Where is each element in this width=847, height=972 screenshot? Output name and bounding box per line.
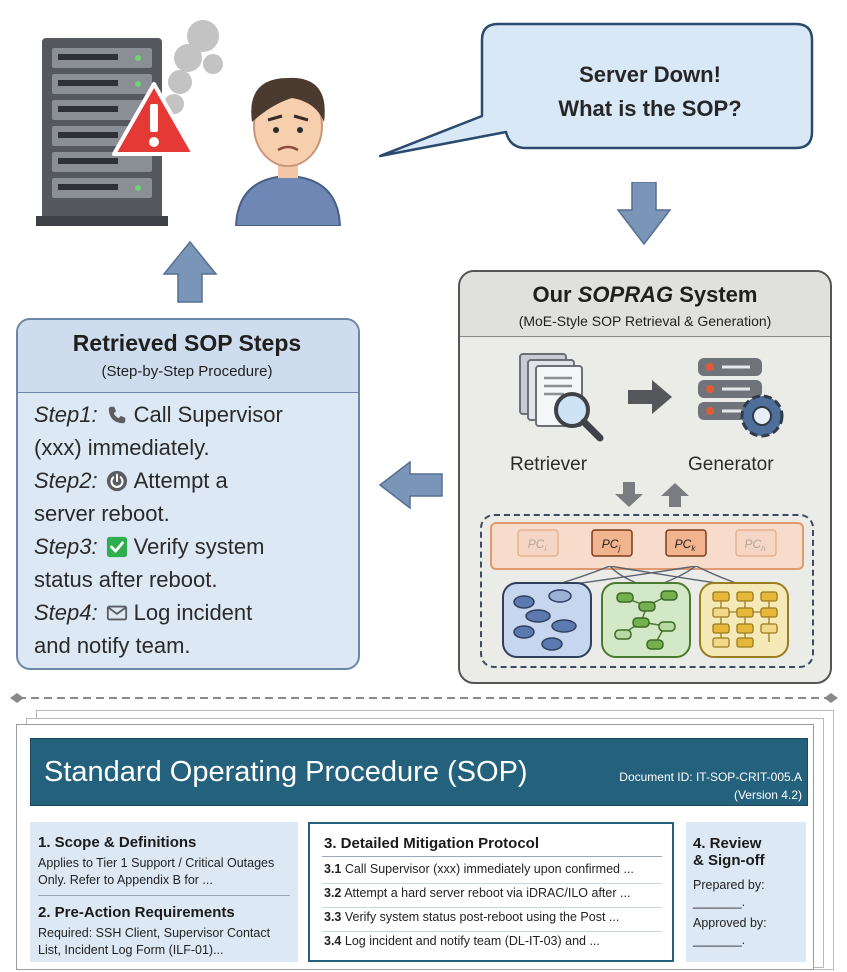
- system-title: Our SOPRAG System: [532, 282, 758, 307]
- mitigation-row-text: Verify system status post-reboot using t…: [344, 910, 620, 924]
- mitigation-row-text: Log incident and notify team (DL-IT-03) …: [344, 934, 600, 948]
- expert-chip-label: PCj: [602, 537, 621, 553]
- knowledge-cluster-blue: [502, 582, 592, 658]
- sop-left-column: [30, 822, 298, 962]
- step-label: Step1:: [34, 402, 98, 427]
- step-text: Log incident: [133, 600, 253, 625]
- doc-id: Document ID: IT-SOP-CRIT-005.A: [619, 770, 802, 784]
- approved-by-blank: _______.: [693, 933, 746, 947]
- sop-title: Standard Operating Procedure (SOP): [44, 756, 528, 788]
- sop-header: [30, 738, 808, 806]
- section-divider: [10, 693, 838, 703]
- power-icon: [106, 470, 127, 492]
- retrieved-header-band: [18, 320, 358, 393]
- checkmark-icon: [106, 536, 127, 558]
- arrow-down-small-icon: [615, 482, 643, 507]
- phone-icon: [108, 406, 125, 424]
- step-text: Verify system: [133, 534, 265, 559]
- generator-label: Generator: [688, 454, 774, 475]
- retrieved-subtitle: (Step-by-Step Procedure): [101, 363, 273, 380]
- expert-chip: PCi: [517, 529, 559, 557]
- expert-region: [480, 514, 814, 668]
- step-label: Step2:: [34, 468, 98, 493]
- steps-list: Step1: Call Supervisor (xxx) immediately.…: [34, 398, 354, 662]
- mitigation-row-number: 3.3: [324, 910, 342, 924]
- mitigation-row: 3.2 Attempt a hard server reboot via iDR…: [324, 886, 630, 900]
- knowledge-cluster-green: [601, 582, 691, 658]
- expert-chip: PCn: [735, 529, 777, 557]
- expert-chip-label: PCi: [528, 537, 547, 553]
- scope-text: Applies to Tier 1 Support / Critical Out…: [38, 856, 275, 887]
- review-heading-2: & Sign-off: [693, 852, 765, 869]
- pre-action-section: 2. Pre-Action Requirements Required: SSH…: [38, 904, 296, 959]
- step-text: Call Supervisor: [133, 402, 283, 427]
- soprag-header-band: [460, 272, 830, 337]
- scope-heading: 1. Scope & Definitions: [38, 834, 197, 851]
- step-label: Step3:: [34, 534, 98, 559]
- bubble-text: Server Down! What is the SOP?: [490, 58, 810, 126]
- arrow-up-small-icon: [661, 483, 689, 507]
- retriever-document-search-icon: [519, 353, 604, 442]
- step-item: Step3: Verify system status after reboot.: [34, 530, 354, 596]
- retriever-label: Retriever: [510, 454, 588, 475]
- scope-divider: [38, 895, 290, 896]
- review-heading-1: 4. Review: [693, 835, 762, 852]
- step-text-cont: status after reboot.: [34, 567, 218, 592]
- mitigation-row: 3.1 Call Supervisor (xxx) immediately up…: [324, 862, 634, 876]
- sop-document-id: Document ID: IT-SOP-CRIT-005.A (Version …: [560, 768, 802, 804]
- expert-chip-label: PCn: [744, 537, 766, 553]
- step-text-cont: (xxx) immediately.: [34, 435, 210, 460]
- mitigation-divider: [322, 856, 662, 857]
- mitigation-box: [308, 822, 674, 962]
- step-item: Step2: Attempt a server reboot.: [34, 464, 354, 530]
- mitigation-row-text: Call Supervisor (xxx) immediately upon c…: [344, 862, 634, 876]
- arrow-down-icon: [616, 182, 672, 246]
- mitigation-row-divider: [322, 883, 662, 884]
- knowledge-cluster-yellow: [699, 582, 789, 658]
- expert-chip: PCj: [591, 529, 633, 557]
- mitigation-row-divider: [322, 907, 662, 908]
- mitigation-row-number: 3.1: [324, 862, 342, 876]
- mitigation-row-number: 3.4: [324, 934, 342, 948]
- bubble-line-1: Server Down!: [579, 62, 721, 87]
- mitigation-row: 3.3 Verify system status post-reboot usi…: [324, 910, 619, 924]
- step-text: Attempt a: [133, 468, 228, 493]
- sop-right-column: [686, 822, 806, 962]
- arrow-right-icon: [628, 380, 672, 414]
- system-subtitle: (MoE-Style SOP Retrieval & Generation): [518, 313, 772, 329]
- warning-icon: [112, 82, 196, 156]
- server-illustration: [36, 20, 223, 226]
- step-text-cont: and notify team.: [34, 633, 191, 658]
- mitigation-row-text: Attempt a hard server reboot via iDRAC/I…: [344, 886, 631, 900]
- pre-action-text: Required: SSH Client, Supervisor Contact…: [38, 926, 271, 957]
- smoke-icon: [164, 20, 223, 114]
- pre-action-heading: 2. Pre-Action Requirements: [38, 904, 235, 921]
- mitigation-heading: 3. Detailed Mitigation Protocol: [324, 835, 540, 852]
- scope-section: 1. Scope & Definitions Applies to Tier 1…: [38, 834, 294, 889]
- arrow-left-icon: [378, 460, 443, 510]
- mitigation-row-number: 3.2: [324, 886, 342, 900]
- arrow-up-icon: [162, 240, 218, 303]
- step-item: Step4: Log incident and notify team.: [34, 596, 354, 662]
- expert-chips: PCi PCj PCk PCn: [517, 529, 777, 557]
- envelope-icon: [106, 605, 127, 621]
- mitigation-row-divider: [322, 931, 662, 932]
- prepared-by-blank: _______.: [693, 895, 746, 909]
- review-section: 4. Review & Sign-off Prepared by: ______…: [693, 835, 803, 949]
- doc-version: (Version 4.2): [733, 788, 802, 802]
- approved-by-label: Approved by:: [693, 916, 767, 930]
- step-label: Step4:: [34, 600, 98, 625]
- bubble-line-2: What is the SOP?: [558, 96, 742, 121]
- expert-chip: PCk: [665, 529, 707, 557]
- step-item: Step1: Call Supervisor (xxx) immediately.: [34, 398, 354, 464]
- retrieved-title: Retrieved SOP Steps: [72, 330, 302, 356]
- worried-person-illustration: [234, 77, 342, 226]
- generator-server-gear-icon: [698, 358, 784, 438]
- prepared-by-label: Prepared by:: [693, 878, 765, 892]
- expert-chip-label: PCk: [675, 537, 697, 553]
- mitigation-row: 3.4 Log incident and notify team (DL-IT-…: [324, 934, 600, 948]
- speech-bubble: [378, 22, 814, 158]
- step-text-cont: server reboot.: [34, 501, 170, 526]
